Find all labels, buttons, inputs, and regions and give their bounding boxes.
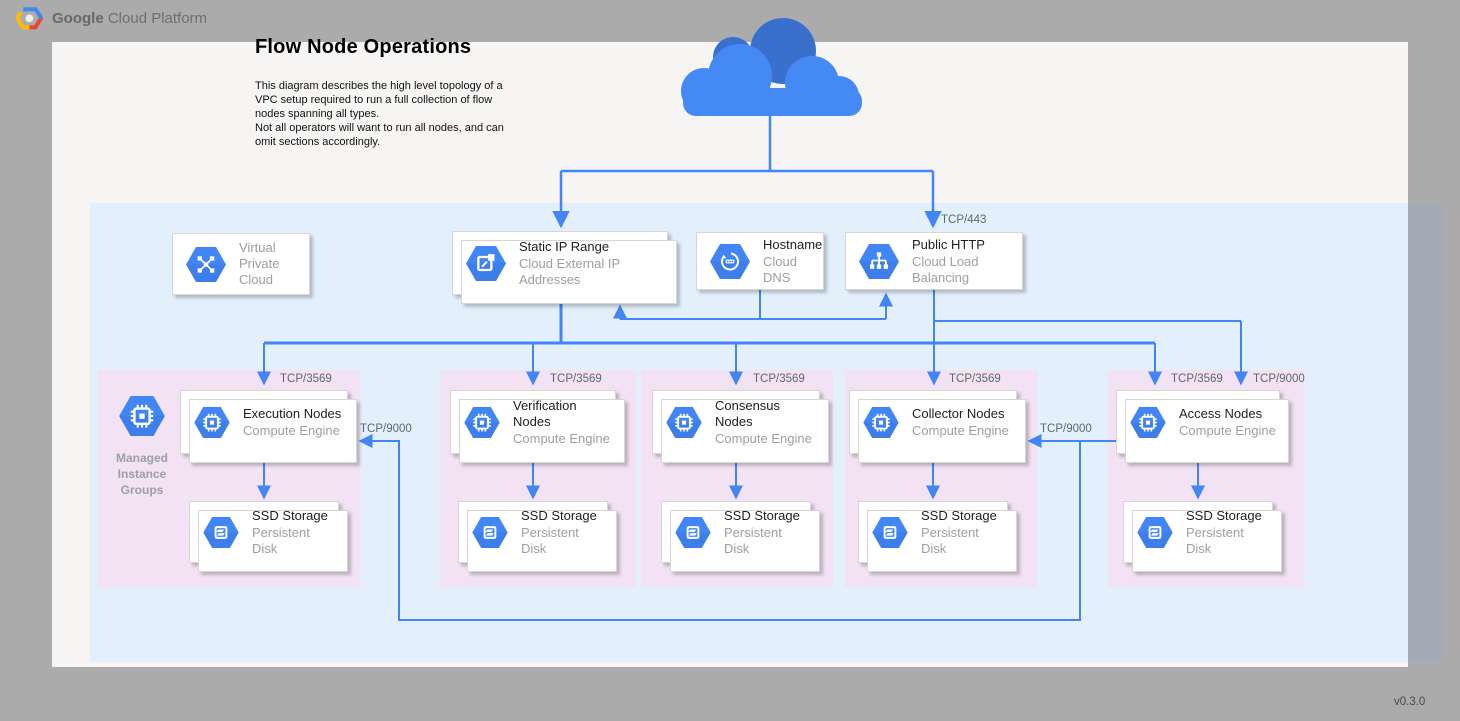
diagram-description: This diagram describes the high level to… (255, 80, 504, 148)
compute-engine-icon (194, 407, 230, 438)
card-consensus-nodes: Consensus Nodes Compute Engine (652, 390, 829, 463)
brand-cloud-platform: Cloud Platform (107, 10, 208, 27)
card-hostname: Hostname Cloud DNS (696, 232, 824, 290)
compute-engine-icon (1130, 407, 1166, 438)
port-label-tcp3569-verification: TCP/3569 (550, 373, 602, 385)
ssd-subtitle: Persistent Disk (521, 524, 579, 556)
external-ip-icon (466, 246, 506, 281)
card-public-http: Public HTTP Cloud Load Balancing (845, 232, 1023, 290)
node-title: Consensus Nodes (715, 397, 781, 429)
compute-engine-icon (863, 407, 899, 438)
card-execution-ssd: SSD Storage Persistent Disk (189, 501, 348, 572)
ssd-subtitle: Persistent Disk (1186, 524, 1244, 556)
ssd-title: SSD Storage (521, 507, 597, 523)
ssd-title: SSD Storage (252, 507, 328, 523)
node-title: Collector Nodes (912, 405, 1005, 421)
hostname-title: Hostname (763, 236, 823, 252)
node-subtitle: Compute Engine (1179, 422, 1276, 438)
ssd-title: SSD Storage (724, 507, 800, 523)
node-title: Execution Nodes (243, 405, 342, 421)
persistent-disk-icon (472, 517, 508, 548)
card-access-ssd: SSD Storage Persistent Disk (1123, 501, 1282, 572)
brand-text: Google Cloud Platform (52, 10, 207, 27)
public-http-subtitle: Cloud Load Balancing (912, 253, 979, 285)
card-execution-nodes: Execution Nodes Compute Engine (180, 390, 357, 463)
managed-instance-groups-label: Managed Instance Groups (115, 451, 168, 497)
compute-engine-icon (464, 407, 500, 438)
node-subtitle: Compute Engine (513, 430, 610, 446)
compute-engine-icon (666, 407, 702, 438)
persistent-disk-icon (675, 517, 711, 548)
node-subtitle: Compute Engine (912, 422, 1009, 438)
ssd-subtitle: Persistent Disk (921, 524, 979, 556)
public-http-title: Public HTTP (912, 236, 985, 252)
port-label-tcp3569-collector: TCP/3569 (949, 373, 1001, 385)
node-subtitle: Compute Engine (243, 422, 340, 438)
gcp-header: Google Cloud Platform (16, 7, 207, 30)
node-title: Verification Nodes (513, 397, 577, 429)
card-collector-ssd: SSD Storage Persistent Disk (858, 501, 1017, 572)
brand-google: Google (52, 10, 104, 27)
page-title: Flow Node Operations (255, 36, 472, 58)
port-label-tcp3569-access: TCP/3569 (1171, 373, 1223, 385)
persistent-disk-icon (203, 517, 239, 548)
port-label-tcp9000-collector: TCP/9000 (1040, 423, 1092, 435)
gcp-logo-icon (16, 7, 43, 30)
vpc-icon (186, 247, 226, 282)
internet-cloud-icon (681, 18, 862, 116)
port-label-tcp9000-access: TCP/9000 (1253, 373, 1305, 385)
card-consensus-ssd: SSD Storage Persistent Disk (661, 501, 820, 572)
ssd-title: SSD Storage (921, 507, 997, 523)
node-subtitle: Compute Engine (715, 430, 812, 446)
static-ip-title: Static IP Range (519, 238, 610, 254)
ssd-subtitle: Persistent Disk (724, 524, 782, 556)
vpc-card-line1: Virtual (239, 240, 276, 255)
cloud-dns-icon (710, 244, 750, 279)
instance-group-icon (119, 396, 165, 436)
load-balancing-icon (859, 244, 899, 279)
version-label: v0.3.0 (1394, 696, 1426, 708)
card-static-ip-range: Static IP Range Cloud External IP Addres… (452, 231, 677, 304)
port-label-tcp9000-execution: TCP/9000 (360, 423, 412, 435)
port-label-tcp3569-execution: TCP/3569 (280, 373, 332, 385)
persistent-disk-icon (872, 517, 908, 548)
ssd-subtitle: Persistent Disk (252, 524, 310, 556)
card-verification-ssd: SSD Storage Persistent Disk (458, 501, 617, 572)
port-label-tcp443: TCP/443 (941, 214, 987, 226)
card-verification-nodes: Verification Nodes Compute Engine (450, 390, 625, 463)
persistent-disk-icon (1137, 517, 1173, 548)
vpc-region-overhang (1408, 203, 1442, 662)
card-access-nodes: Access Nodes Compute Engine (1116, 390, 1289, 463)
static-ip-subtitle: Cloud External IP Addresses (519, 255, 620, 287)
node-title: Access Nodes (1179, 405, 1263, 421)
hostname-subtitle: Cloud DNS (763, 253, 797, 285)
ssd-title: SSD Storage (1186, 507, 1262, 523)
card-collector-nodes: Collector Nodes Compute Engine (849, 390, 1026, 463)
vpc-card-line2: Private Cloud (239, 256, 280, 287)
port-label-tcp3569-consensus: TCP/3569 (753, 373, 805, 385)
card-virtual-private-cloud: Virtual Private Cloud (172, 233, 310, 295)
